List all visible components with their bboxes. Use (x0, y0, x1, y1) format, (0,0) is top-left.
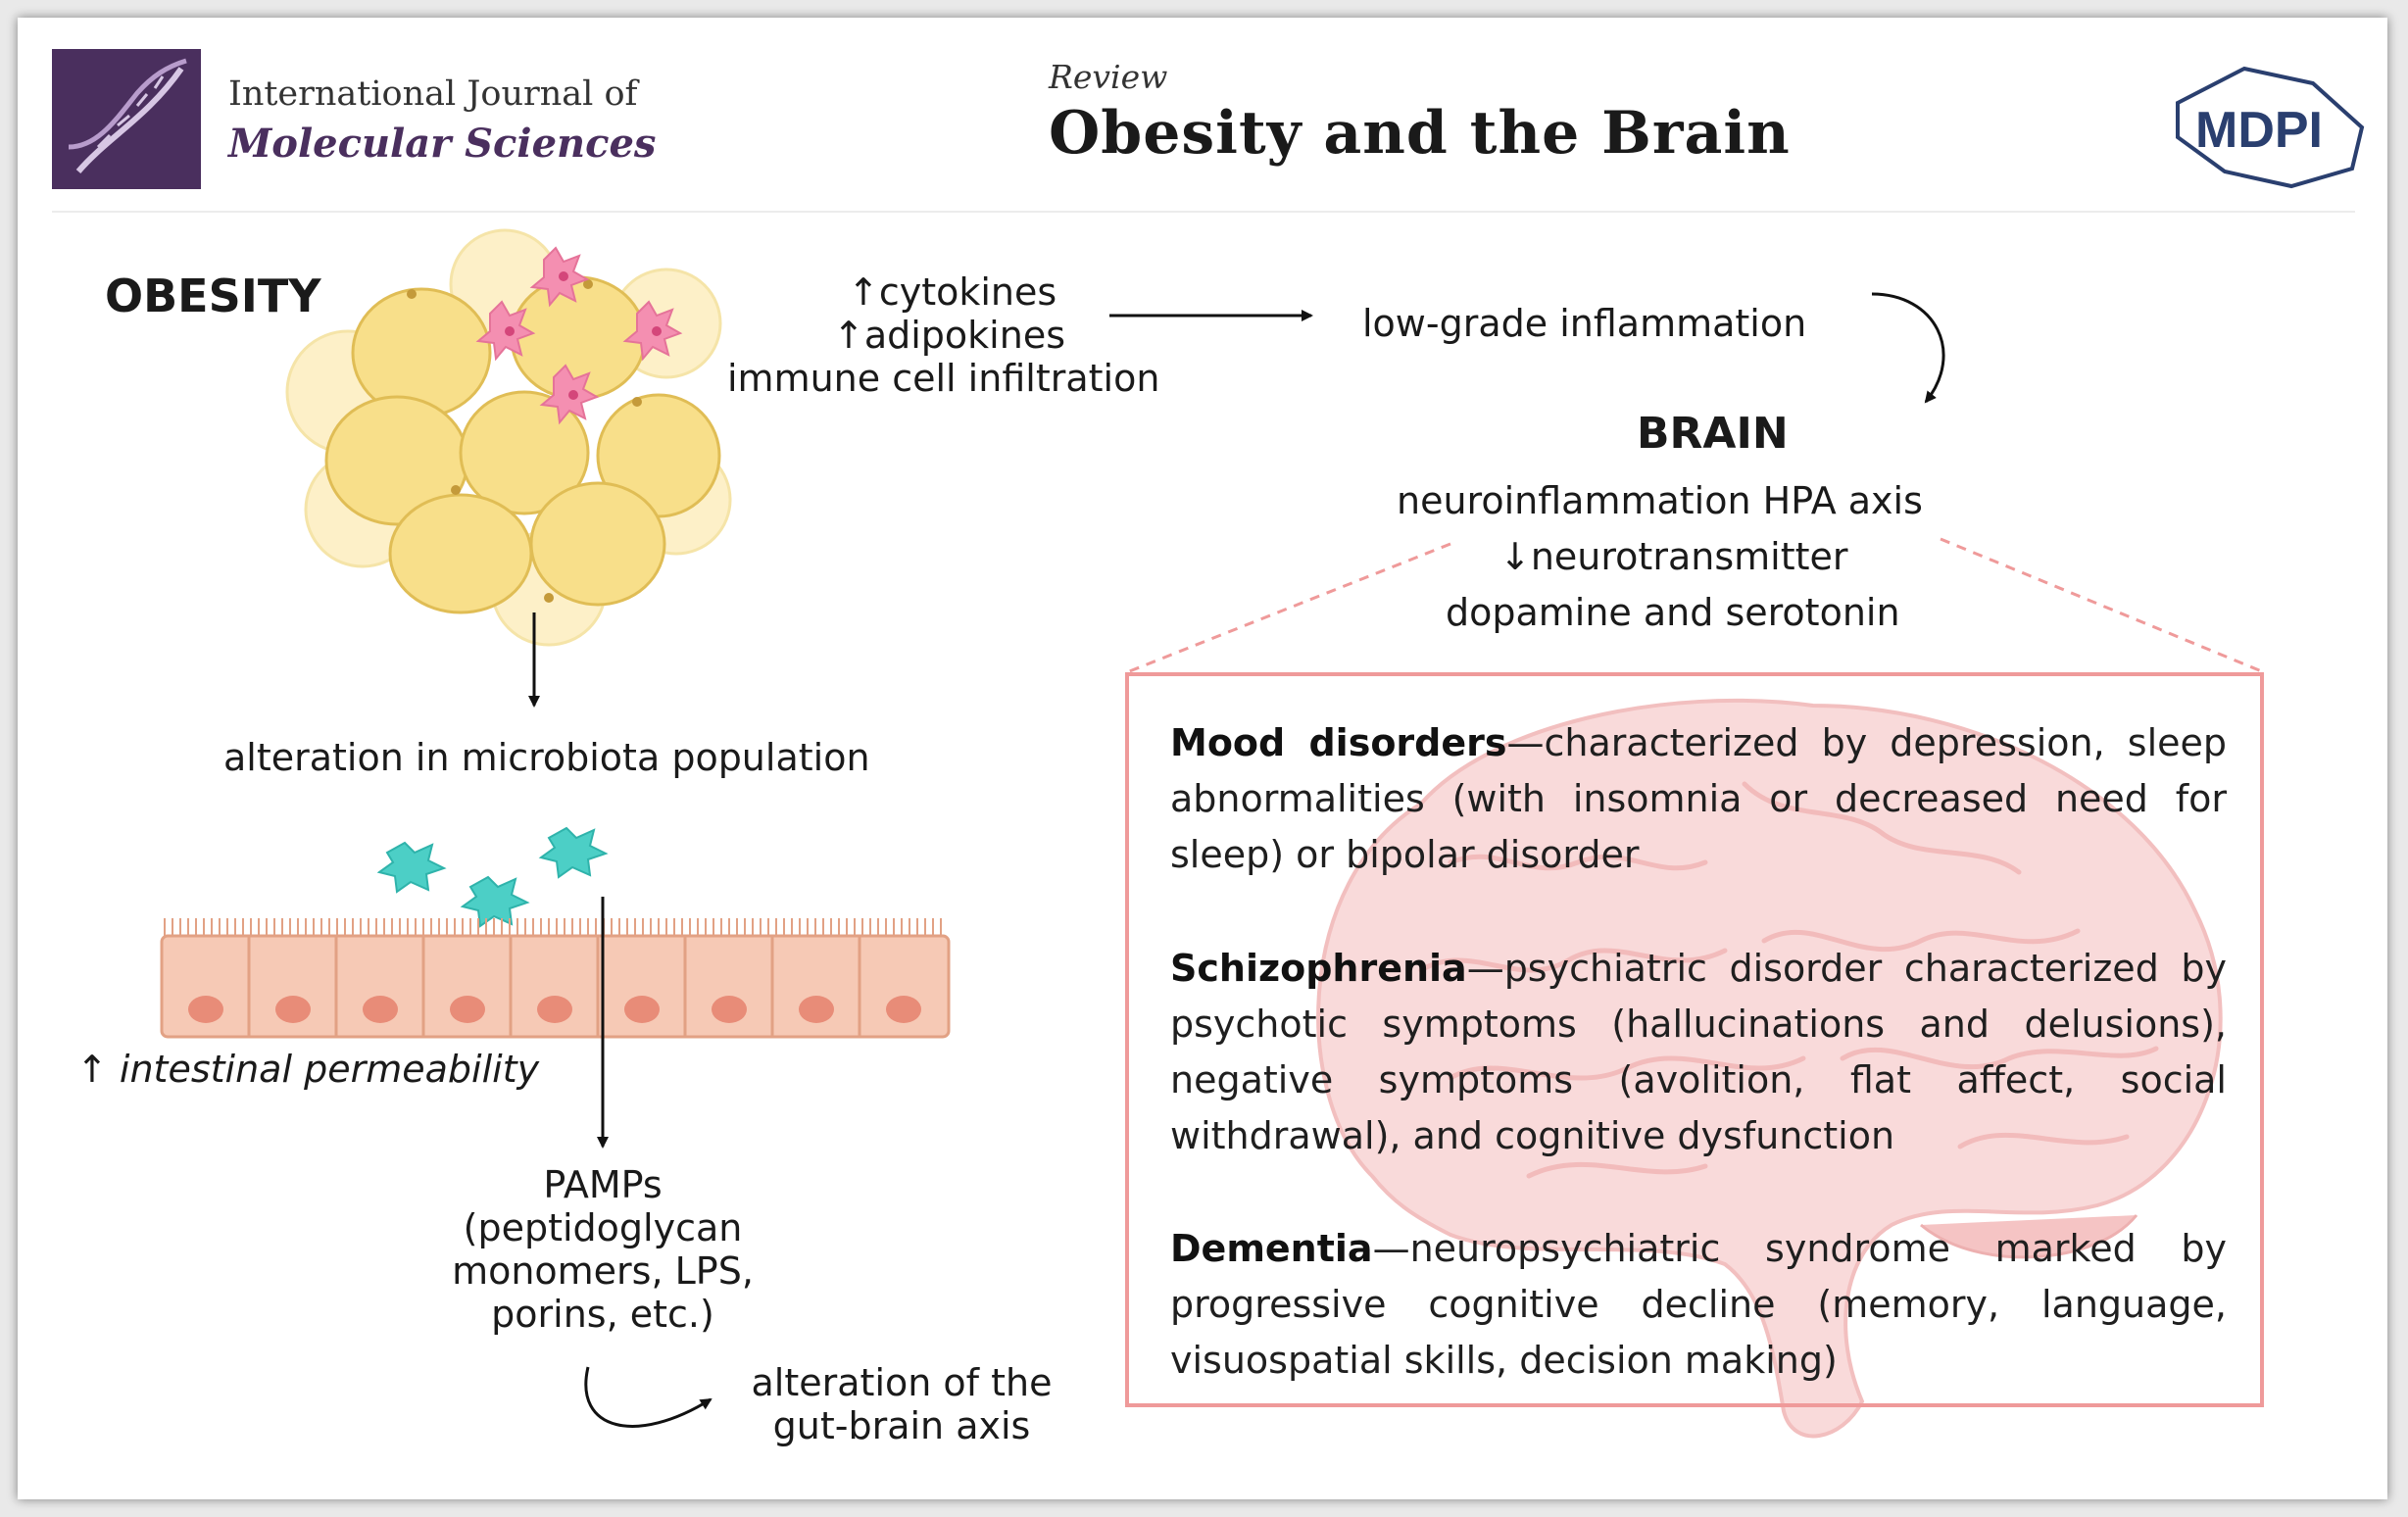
brain-icon (1316, 698, 2223, 1439)
dementia-term: Dementia (1170, 1227, 1373, 1270)
brain-effect-line3: dopamine and serotonin (1446, 591, 1900, 634)
mood-disorders-term: Mood disorders (1170, 721, 1507, 764)
dementia-paragraph: Dementia—neuropsychiatric syndrome marke… (1170, 1221, 2227, 1389)
dna-helix-icon (52, 49, 201, 189)
page-title: Obesity and the Brain (1049, 99, 1791, 168)
brain-effect-line2: ↓neurotransmitter (1499, 535, 1848, 578)
brain-disorders-box: Mood disorders—characterized by depressi… (1125, 672, 2264, 1407)
bacteria-icon (376, 826, 609, 928)
mdpi-hexagon-icon: MDPI (2176, 66, 2365, 189)
adipose-tissue-icon (285, 228, 732, 647)
journal-name-line1: International Journal of (228, 74, 638, 114)
brain-label: BRAIN (1637, 409, 1789, 459)
dementia-description: —neuropsychiatric syndrome marked by pro… (1170, 1227, 2227, 1382)
svg-text:MDPI: MDPI (2195, 102, 2323, 159)
pamps-line3: monomers, LPS, (452, 1249, 754, 1293)
arrow-to-gut-brain (584, 1366, 713, 1428)
schizophrenia-description: —psychiatric disorder characterized by p… (1170, 947, 2227, 1157)
dashed-connector-left (1126, 542, 1451, 674)
mood-disorders-paragraph: Mood disorders—characterized by depressi… (1170, 715, 2227, 883)
arrow-to-brain (1871, 292, 1945, 404)
article-type-label: Review (1049, 58, 1168, 96)
microbiota-label: alteration in microbiota population (223, 736, 870, 779)
adipokines-label: ↑adipokines (833, 314, 1065, 357)
header-divider (52, 211, 2355, 213)
dashed-connector-right (1940, 537, 2265, 674)
schizophrenia-paragraph: Schizophrenia—psychiatric disorder chara… (1170, 941, 2227, 1164)
brain-effect-line1: neuroinflammation HPA axis (1397, 479, 1923, 522)
intestinal-permeability-label: ↑ intestinal permeability (76, 1048, 540, 1091)
pamps-line4: porins, etc.) (491, 1293, 714, 1336)
schizophrenia-term: Schizophrenia (1170, 947, 1467, 990)
pamps-line1: PAMPs (543, 1163, 663, 1206)
low-grade-inflammation-label: low-grade inflammation (1362, 302, 1807, 345)
mood-disorders-description: —characterized by depression, sleep abno… (1170, 721, 2228, 876)
cytokines-label: ↑cytokines (848, 270, 1057, 314)
journal-name-line2: Molecular Sciences (228, 121, 657, 167)
gut-brain-line1: alteration of the (751, 1361, 1053, 1404)
intestinal-epithelium-icon (160, 918, 951, 1039)
immune-infiltration-label: immune cell infiltration (727, 357, 1160, 400)
obesity-label: OBESITY (105, 269, 321, 322)
gut-brain-line2: gut-brain axis (772, 1404, 1031, 1447)
pamps-line2: (peptidoglycan (463, 1206, 743, 1249)
